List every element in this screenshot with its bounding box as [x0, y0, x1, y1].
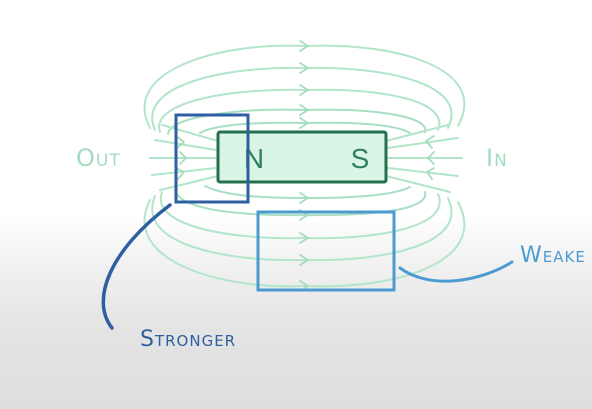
field-lines-left-fan — [149, 124, 219, 191]
field-line-top-3 — [158, 88, 441, 133]
field-line-top-2 — [151, 66, 453, 131]
arrow-icon — [426, 167, 435, 180]
magnet-body — [216, 130, 388, 184]
arrow-icon — [427, 151, 435, 165]
field-lines-top — [143, 44, 466, 135]
pole-s-label: S — [351, 143, 370, 174]
arrow-icon — [175, 167, 185, 180]
field-line-top-1 — [143, 44, 466, 129]
weaker-region-box — [256, 210, 396, 292]
field-line-bottom-4 — [174, 189, 427, 217]
stronger-label: Stronger — [140, 327, 236, 352]
field-line-bottom-3 — [159, 191, 441, 240]
stronger-region-box — [174, 113, 250, 204]
field-line-bottom-5 — [204, 185, 411, 200]
arrow-icon — [299, 192, 309, 204]
field-line-bottom-1 — [143, 199, 466, 288]
weaker-label: Weake — [520, 243, 586, 268]
fan-right-5 — [385, 124, 449, 142]
field-line-top-5 — [199, 121, 411, 134]
stronger-leader-line — [101, 203, 172, 330]
arrow-icon — [179, 151, 187, 165]
fan-right-3 — [387, 167, 459, 177]
field-lines-bottom — [143, 185, 466, 288]
arrow-icon — [299, 40, 309, 52]
arrow-icon — [299, 232, 309, 244]
bar-magnet: N S — [216, 130, 388, 184]
arrow-icon — [425, 135, 435, 149]
arrow-icon — [175, 135, 185, 149]
fan-right-4 — [385, 175, 451, 193]
field-line-bottom-2 — [151, 195, 453, 262]
fan-left-1 — [154, 139, 217, 151]
arrow-icon — [299, 117, 309, 129]
fan-left-5 — [161, 124, 219, 142]
fan-right-1 — [387, 137, 459, 149]
out-label: Out — [76, 144, 121, 172]
weaker-leader-line — [398, 260, 514, 283]
arrow-icon — [299, 62, 309, 74]
arrow-icon — [299, 254, 309, 266]
field-line-top-4 — [167, 108, 427, 135]
arrow-icon — [299, 84, 309, 96]
field-arrows — [175, 40, 435, 292]
arrow-icon — [299, 104, 309, 116]
fan-left-4 — [159, 175, 219, 191]
in-label: In — [486, 144, 508, 172]
field-lines-right-fan — [385, 124, 463, 193]
